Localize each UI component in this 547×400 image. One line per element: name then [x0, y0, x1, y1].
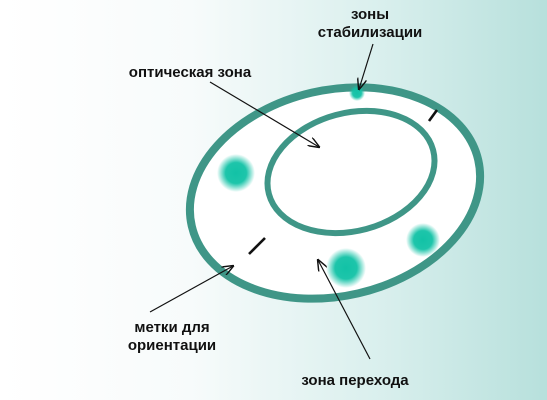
arrow-stabilization-zones [359, 43, 374, 89]
transition-zone-label: зона перехода [301, 372, 409, 389]
orientation-mark-upper [427, 109, 439, 122]
stabilization-zone-right [406, 223, 440, 257]
orientation-marks-label: метки для ориентации [112, 319, 232, 355]
arrow-optical-zone [209, 81, 319, 147]
stabilization-zone-left [217, 154, 255, 192]
stabilization-zone-bottom [326, 248, 366, 288]
orientation-marks-label-line1: метки для [134, 319, 210, 336]
arrow-transition-zone [318, 260, 371, 360]
arrow-orientation-marks [149, 266, 233, 313]
stabilization-zones-label-line2: стабилизации [317, 24, 423, 41]
lens-outer-edge [185, 83, 485, 303]
optical-zone-label: оптическая зона [128, 64, 252, 81]
stabilization-zones-label-line1: зоны [350, 6, 390, 23]
stabilization-zones-label: зоны стабилизации [305, 6, 435, 42]
orientation-marks-label-line2: ориентации [127, 337, 217, 354]
orientation-mark-lower [248, 237, 266, 255]
optical-zone-ring [264, 107, 438, 237]
stabilization-zone-top [349, 85, 365, 101]
